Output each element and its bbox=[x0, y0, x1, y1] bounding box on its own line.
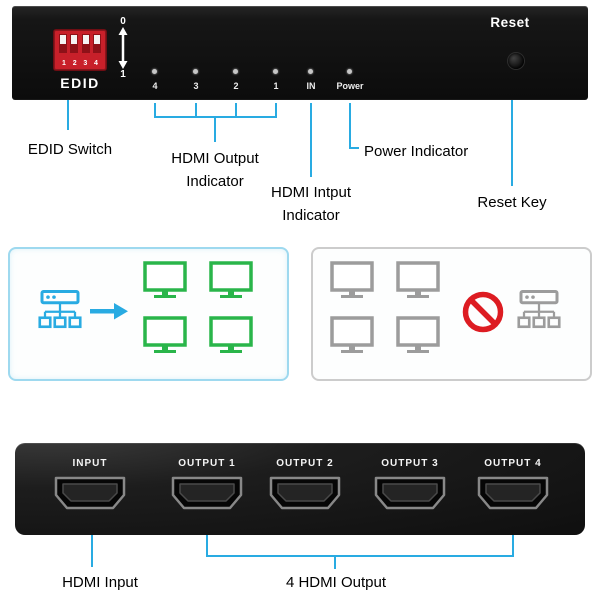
dip-switch-numbers: 1 2 3 4 bbox=[59, 60, 101, 67]
network-hub-icon-gray bbox=[515, 287, 563, 335]
callout-line-hdmi-outputs bbox=[334, 555, 336, 569]
led-power-icon bbox=[347, 69, 352, 74]
led-label-output-1: 1 bbox=[273, 81, 279, 91]
led-output-2-icon bbox=[233, 69, 238, 74]
hdmi-input-indicator-line2: Indicator bbox=[282, 207, 340, 225]
callout-stub-led1 bbox=[275, 103, 277, 118]
hdmi-port-output-3-icon bbox=[374, 476, 446, 510]
disconnected-monitor-grid bbox=[329, 260, 441, 355]
callout-stub-output-4 bbox=[512, 535, 514, 557]
hdmi-output-indicator-line2: Indicator bbox=[186, 173, 244, 191]
hdmi-input-label: HDMI Input bbox=[62, 574, 138, 591]
device-rear-panel: INPUT OUTPUT 1 OUTPUT 2 OUTPUT 3 OUTPUT … bbox=[15, 443, 585, 535]
hdmi-port-output-1-icon bbox=[171, 476, 243, 510]
callout-line-reset bbox=[511, 100, 513, 186]
monitor-icon-green-1 bbox=[142, 260, 188, 300]
led-label-output-2: 2 bbox=[233, 81, 239, 91]
callout-stub-led4 bbox=[154, 103, 156, 118]
reset-key-label: Reset Key bbox=[477, 194, 547, 211]
monitor-icon-green-4 bbox=[208, 315, 254, 355]
callout-line-input-led bbox=[310, 103, 312, 177]
dip-number-2: 2 bbox=[72, 60, 77, 67]
led-output-3-icon bbox=[193, 69, 198, 74]
port-label-output-1: OUTPUT 1 bbox=[178, 458, 236, 469]
disconnected-scenario-panel bbox=[311, 247, 592, 381]
reset-label: Reset bbox=[490, 15, 530, 30]
edid-switch-label: EDID Switch bbox=[27, 141, 113, 158]
monitor-icon-gray-3 bbox=[329, 315, 375, 355]
led-label-output-4: 4 bbox=[152, 81, 158, 91]
connected-scenario-panel bbox=[8, 247, 289, 381]
led-label-input: IN bbox=[306, 81, 316, 91]
scale-zero-label: 0 bbox=[120, 16, 126, 27]
hdmi-port-output-2-icon bbox=[269, 476, 341, 510]
dip-toggle-3 bbox=[81, 34, 90, 53]
callout-bracket-hdmi-outputs bbox=[206, 555, 514, 557]
reset-button-icon bbox=[508, 53, 524, 69]
hdmi-input-indicator-line1: HDMI Intput bbox=[270, 184, 352, 201]
monitor-icon-green-3 bbox=[142, 315, 188, 355]
callout-line-hdmi-input bbox=[91, 535, 93, 567]
monitor-icon-gray-4 bbox=[395, 315, 441, 355]
hdmi-output-label: 4 HDMI Output bbox=[285, 574, 387, 591]
dip-toggles bbox=[59, 34, 101, 53]
port-label-output-3: OUTPUT 3 bbox=[381, 458, 439, 469]
callout-line-edid-switch bbox=[67, 100, 69, 130]
port-label-output-2: OUTPUT 2 bbox=[276, 458, 334, 469]
dip-number-1: 1 bbox=[62, 60, 66, 67]
monitor-icon-green-2 bbox=[208, 260, 254, 300]
callout-bracket-outputs bbox=[154, 116, 277, 118]
edid-label: EDID bbox=[60, 75, 100, 91]
hdmi-port-input-icon bbox=[54, 476, 126, 510]
dip-toggle-4 bbox=[92, 34, 101, 53]
power-indicator-label: Power Indicator bbox=[364, 143, 469, 160]
device-front-panel: 1 2 3 4 EDID 0 1 4 3 2 1 IN Power bbox=[12, 6, 588, 100]
callout-stub-led3 bbox=[195, 103, 197, 118]
hdmi-port-output-4-icon bbox=[477, 476, 549, 510]
hdmi-output-indicator-label: HDMI Output Indicator bbox=[148, 147, 282, 194]
monitor-icon-gray-1 bbox=[329, 260, 375, 300]
network-hub-icon bbox=[36, 287, 84, 335]
led-output-4-icon bbox=[152, 69, 157, 74]
scale-one-label: 1 bbox=[120, 69, 126, 80]
right-arrow-icon bbox=[90, 302, 128, 320]
port-label-output-4: OUTPUT 4 bbox=[484, 458, 542, 469]
led-label-power: Power bbox=[336, 81, 364, 91]
led-output-1-icon bbox=[273, 69, 278, 74]
callout-line-outputs bbox=[214, 118, 216, 142]
dip-toggle-1 bbox=[59, 34, 67, 53]
connected-monitor-grid bbox=[142, 260, 254, 355]
edid-dip-switch-icon: 1 2 3 4 bbox=[54, 30, 106, 70]
callout-stub-output-1 bbox=[206, 535, 208, 557]
dip-scale-indicator: 0 1 bbox=[115, 16, 131, 80]
up-down-arrow-icon bbox=[118, 27, 128, 69]
dip-number-4: 4 bbox=[94, 60, 98, 67]
callout-stub-led2 bbox=[235, 103, 237, 118]
led-input-icon bbox=[308, 69, 313, 74]
dip-number-3: 3 bbox=[83, 60, 88, 67]
no-symbol-icon bbox=[461, 290, 505, 334]
callout-stub-power bbox=[351, 147, 359, 149]
led-label-output-3: 3 bbox=[193, 81, 199, 91]
port-label-input: INPUT bbox=[72, 458, 108, 469]
dip-toggle-2 bbox=[70, 34, 79, 53]
callout-line-power-led bbox=[349, 103, 351, 149]
hdmi-input-indicator-label: HDMI Intput Indicator bbox=[244, 181, 378, 228]
monitor-icon-gray-2 bbox=[395, 260, 441, 300]
hdmi-output-indicator-line1: HDMI Output bbox=[171, 150, 259, 167]
